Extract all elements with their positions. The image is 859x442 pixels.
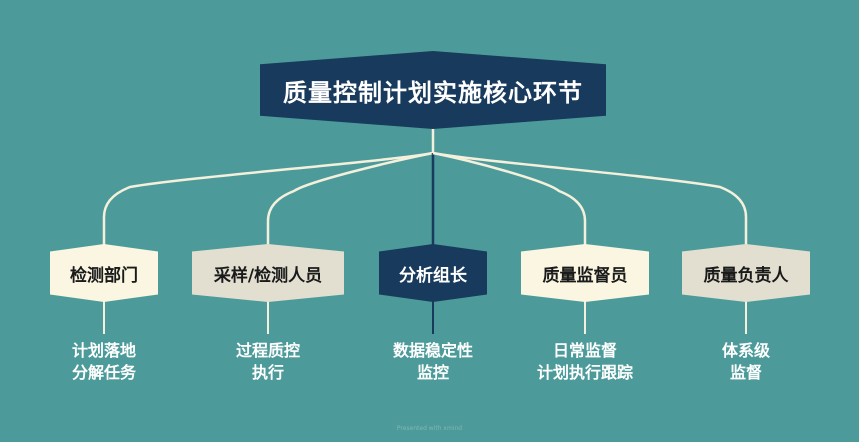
role-label-staff: 采样/检测人员 — [213, 265, 323, 286]
duty-line: 数据稳定性 — [392, 341, 473, 360]
role-label-team: 分析组长 — [399, 265, 467, 286]
duty-text-supervisor[interactable]: 日常监督 计划执行跟踪 — [515, 340, 655, 384]
duty-text-manager[interactable]: 体系级 监督 — [676, 340, 816, 384]
duty-text-staff[interactable]: 过程质控 执行 — [198, 340, 338, 384]
duty-text-team[interactable]: 数据稳定性 监控 — [363, 340, 503, 384]
duty-line: 体系级 — [721, 341, 770, 360]
duty-line: 监控 — [416, 363, 449, 382]
connector-branch-staff — [266, 151, 434, 246]
connector-branch-dept — [102, 151, 434, 246]
role-label-dept: 检测部门 — [70, 265, 138, 286]
role-node-staff[interactable]: 采样/检测人员 — [192, 244, 344, 302]
duty-line: 计划落地 — [71, 341, 136, 360]
duty-line: 计划执行跟踪 — [536, 363, 633, 382]
duty-line: 分解任务 — [71, 363, 136, 382]
duty-text-dept[interactable]: 计划落地 分解任务 — [34, 340, 174, 384]
duty-line: 日常监督 — [552, 341, 617, 360]
root-topic-label: 质量控制计划实施核心环节 — [283, 78, 583, 107]
connector-branch-manager — [432, 151, 748, 246]
role-node-dept[interactable]: 检测部门 — [50, 244, 158, 302]
role-node-supervisor[interactable]: 质量监督员 — [521, 244, 649, 302]
duty-line: 监督 — [729, 363, 762, 382]
footer-credit: Presented with xmind — [396, 425, 463, 432]
role-node-manager[interactable]: 质量负责人 — [682, 244, 810, 302]
role-label-manager: 质量负责人 — [703, 265, 789, 286]
role-node-team[interactable]: 分析组长 — [379, 244, 487, 302]
duty-line: 过程质控 — [235, 341, 300, 360]
duty-line: 执行 — [251, 363, 284, 382]
root-topic[interactable]: 质量控制计划实施核心环节 — [260, 51, 606, 129]
connector-branch-supervisor — [432, 151, 587, 246]
role-label-supervisor: 质量监督员 — [542, 265, 628, 286]
